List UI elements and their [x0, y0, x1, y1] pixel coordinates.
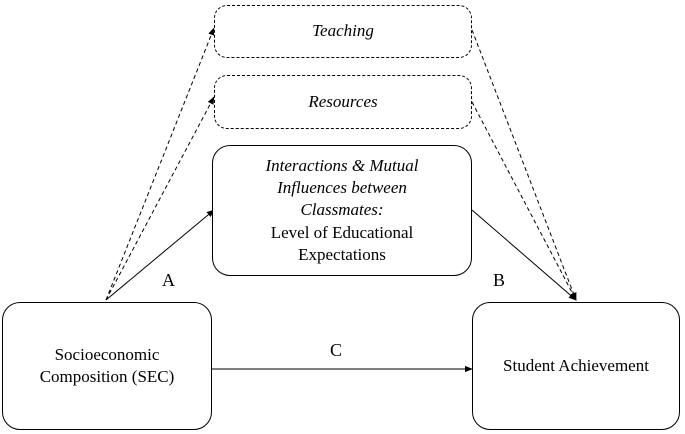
- path-label-c: C: [330, 340, 343, 360]
- arrow-sec-to-teaching: [105, 27, 215, 301]
- sec-label: Socioeconomic Composition (SEC): [39, 344, 175, 386]
- arrow-teaching-to-achievement: [471, 29, 577, 301]
- path-label-b: B: [493, 270, 506, 290]
- resources-label: Resources: [308, 91, 378, 111]
- achievement-box: Student Achievement: [472, 302, 680, 430]
- resources-box: Resources: [214, 75, 472, 129]
- teaching-box: Teaching: [214, 5, 472, 58]
- arrow-sec-to-resources: [105, 96, 215, 301]
- sec-box: Socioeconomic Composition (SEC): [2, 302, 212, 430]
- teaching-label: Teaching: [312, 21, 374, 41]
- interactions-box: Interactions & Mutual Influences between…: [212, 145, 472, 276]
- arrow-sec-to-interactions: [105, 209, 215, 301]
- achievement-label: Student Achievement: [503, 355, 649, 375]
- path-label-a: A: [162, 270, 175, 290]
- arrow-resources-to-achievement: [471, 101, 577, 301]
- arrow-interactions-to-achievement: [471, 209, 577, 301]
- interactions-italic-label: Interactions & Mutual Influences between…: [265, 156, 419, 220]
- interactions-plain-label: Level of Educational Expectations: [270, 222, 414, 264]
